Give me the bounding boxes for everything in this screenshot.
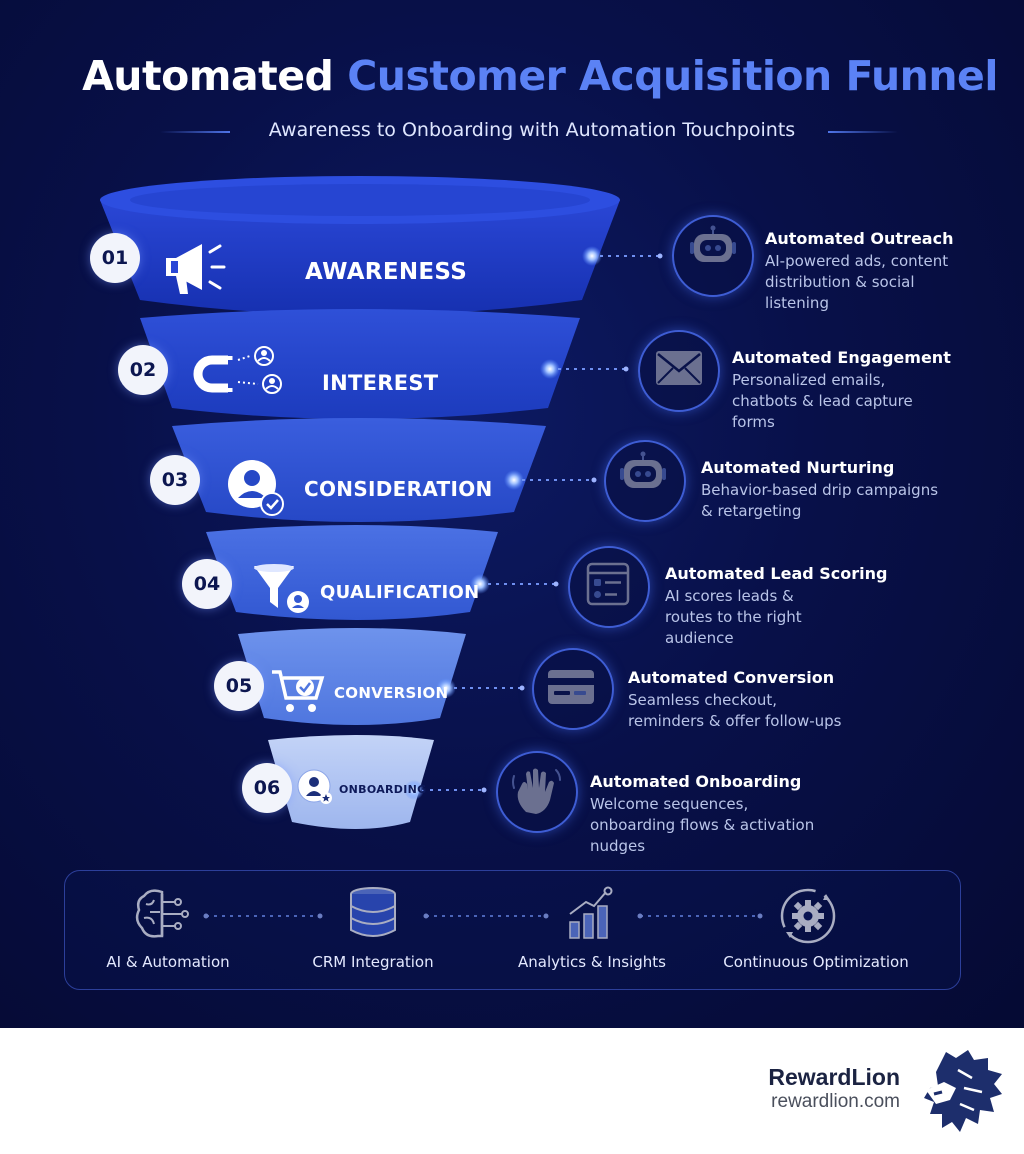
connectors xyxy=(414,255,660,791)
funnel-stage-3 xyxy=(172,418,546,522)
automation-icon-ring-4 xyxy=(568,546,650,628)
connector-glows xyxy=(404,246,663,800)
page-title: Automated Customer Acquisition Funnel xyxy=(0,52,1024,100)
funnel-stage-4 xyxy=(206,525,498,620)
user-check-icon xyxy=(228,460,284,516)
automation-title-2: Automated Engagement xyxy=(732,348,951,367)
capability-continuous-optimization: Continuous Optimization xyxy=(723,953,909,971)
stage-label-interest: INTEREST xyxy=(322,371,439,395)
cart-check-icon xyxy=(272,670,325,712)
automation-title-3: Automated Nurturing xyxy=(701,458,895,477)
subtitle-line-left xyxy=(160,131,230,133)
subtitle-line-right xyxy=(828,131,898,133)
lion-head-icon xyxy=(924,1050,1002,1132)
user-star-icon xyxy=(297,769,332,804)
automation-desc-5: Seamless checkout, reminders & offer fol… xyxy=(628,691,842,730)
megaphone-icon xyxy=(166,244,226,294)
database-icon xyxy=(350,887,396,937)
funnel-stage-6 xyxy=(268,735,434,829)
automation-desc-3: Behavior-based drip campaigns & retarget… xyxy=(701,481,939,520)
brain-circuit-icon xyxy=(135,889,189,938)
automation-desc-2: Personalized emails, chatbots & lead cap… xyxy=(732,371,913,431)
capability-analytics-insights: Analytics & Insights xyxy=(518,953,666,971)
automation-title-1: Automated Outreach xyxy=(765,229,954,248)
stage-number-2: 02 xyxy=(118,345,168,395)
stage-number-3: 03 xyxy=(150,455,200,505)
stage-number-4: 04 xyxy=(182,559,232,609)
automation-desc-6: Welcome sequences, onboarding flows & ac… xyxy=(590,795,815,855)
stage-label-consideration: CONSIDERATION xyxy=(304,477,493,501)
automation-desc-4: AI scores leads & routes to the right au… xyxy=(665,587,802,647)
capabilities-bar xyxy=(64,870,961,990)
automation-title-6: Automated Onboarding xyxy=(590,772,802,791)
funnel-stage-1 xyxy=(100,176,620,315)
brand-name: RewardLion xyxy=(768,1064,900,1090)
magnet-icon xyxy=(193,346,282,394)
capability-ai-automation: AI & Automation xyxy=(106,953,230,971)
stage-label-onboarding: ONBOARDING xyxy=(339,783,427,796)
automation-icon-ring-6 xyxy=(496,751,578,833)
funnel-diagram xyxy=(100,176,813,939)
bar-chart-icon xyxy=(569,886,613,939)
brand-url: rewardlion.com xyxy=(771,1091,900,1112)
automation-title-5: Automated Conversion xyxy=(628,668,835,687)
stage-label-conversion: CONVERSION xyxy=(334,684,449,702)
footer xyxy=(0,1028,1024,1154)
bottom-connector-dots xyxy=(203,913,763,919)
stage-label-awareness: AWARENESS xyxy=(305,259,468,285)
capability-crm-integration: CRM Integration xyxy=(312,953,434,971)
funnel-stage-5-body xyxy=(238,628,466,725)
funnel-stage-2-body xyxy=(140,309,580,419)
stage-number-6: 06 xyxy=(242,763,292,813)
automation-title-4: Automated Lead Scoring xyxy=(665,564,888,583)
title-main: Automated xyxy=(82,52,334,100)
filter-user-icon xyxy=(254,564,309,613)
automation-desc-1: AI-powered ads, content distribution & s… xyxy=(765,252,949,312)
funnel-stage-2 xyxy=(140,309,580,419)
funnel-stage-1-body xyxy=(100,200,620,315)
automation-icon-ring-2 xyxy=(638,330,720,412)
funnel-stage-5 xyxy=(238,628,466,725)
funnel-stage-6-body xyxy=(268,735,434,829)
stage-number-5: 05 xyxy=(214,661,264,711)
infographic-canvas: Automated Customer Acquisition Funnel Aw… xyxy=(0,0,1024,1028)
funnel-rim-inner xyxy=(130,184,590,216)
funnel-stage-4-body xyxy=(206,525,498,620)
stage-number-1: 01 xyxy=(90,233,140,283)
funnel-stage-3-body xyxy=(172,418,546,522)
stage-label-qualification: QUALIFICATION xyxy=(320,582,480,603)
automation-icon-ring-3 xyxy=(604,440,686,522)
automation-icon-ring-1 xyxy=(672,215,754,297)
title-accent: Customer Acquisition Funnel xyxy=(347,52,998,100)
automation-icon-ring-5 xyxy=(532,648,614,730)
page-subtitle: Awareness to Onboarding with Automation … xyxy=(268,119,796,141)
